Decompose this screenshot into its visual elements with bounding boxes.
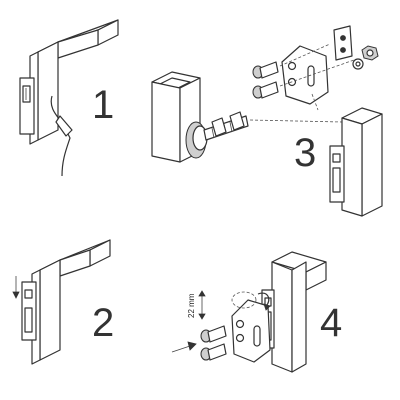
step3-small-plate	[333, 25, 353, 61]
step3-right-upper-slot	[332, 153, 341, 163]
step1-welding-torch	[55, 115, 73, 137]
step4-bracket-slot	[253, 325, 261, 347]
step3-bracket-slot	[307, 65, 315, 87]
step4-bracket-hole-2	[235, 333, 245, 343]
step3-nut-hole	[366, 49, 374, 57]
step3-bracket-hole-1	[287, 61, 297, 71]
step3-right-post-front	[341, 117, 363, 217]
step4-dimension-arrow-down	[198, 313, 206, 320]
step3-rod-nut-1	[211, 117, 227, 137]
step-2-number: 2	[92, 301, 114, 345]
step4-post-front	[271, 261, 293, 373]
step3-right-post-side	[361, 113, 383, 217]
step-2-illustration: 2	[12, 239, 114, 365]
step4-bracket	[231, 299, 271, 363]
step3-right-lower-slot	[332, 167, 341, 193]
step2-upper-slot	[24, 289, 33, 299]
step3-tube-front	[151, 81, 181, 163]
step3-bracket-plate	[281, 45, 329, 105]
step-3-number: 3	[294, 131, 316, 175]
step4-post-side	[291, 261, 307, 373]
step2-lower-slot	[24, 307, 33, 333]
step-4-illustration: 22 mm 4	[171, 251, 342, 373]
step3-assembly-line-2	[279, 59, 355, 87]
step-1-illustration: 1	[19, 19, 119, 177]
step1-hinge-slot	[22, 85, 31, 103]
step3-screw-upper	[252, 61, 279, 79]
step4-push-arrow	[187, 341, 197, 351]
step-1-number: 1	[92, 83, 114, 127]
step2-down-arrow	[12, 291, 20, 299]
step3-assembly-line-3	[249, 119, 343, 123]
step4-screw-lower	[200, 343, 227, 361]
step4-dimension-arrow-up	[198, 290, 206, 297]
step2-post-side	[39, 259, 61, 361]
step3-screw-lower	[252, 81, 279, 99]
step1-post-side	[37, 41, 59, 141]
step4-bracket-hole-1	[235, 319, 245, 329]
step4-dimension-label: 22 mm	[187, 293, 196, 318]
step3-assembly-line-1	[279, 43, 331, 67]
step-4-number: 4	[320, 301, 342, 345]
step4-rotation-arrow	[257, 292, 270, 307]
step4-adjuster-ghost	[231, 291, 257, 309]
step4-screw-upper	[200, 325, 227, 343]
step-3-illustration: 3	[151, 25, 383, 217]
step3-rod-nut-2	[229, 111, 245, 131]
